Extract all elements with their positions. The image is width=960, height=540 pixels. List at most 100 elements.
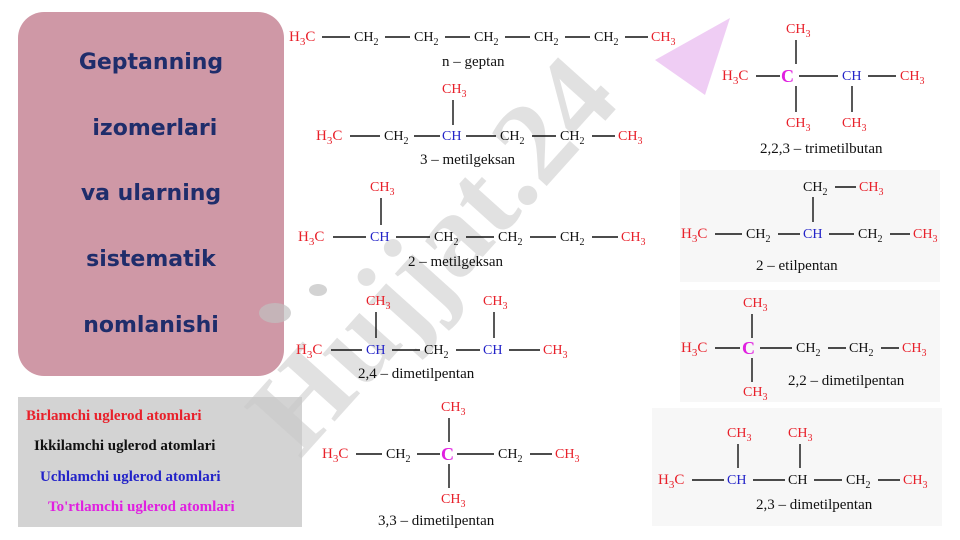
svg-text:CH3: CH3	[618, 129, 642, 147]
svg-text:CH3: CH3	[370, 180, 394, 198]
svg-text:CH2: CH2	[498, 230, 522, 248]
panel-right-top	[680, 170, 940, 282]
svg-text:CH2: CH2	[534, 30, 558, 48]
molecule-2-4-dimethylpentane: CH3 CH3 H3C CH CH2 CH CH3 2,4 – dimetilp…	[296, 294, 567, 382]
molecule-n-heptane: H3C CH2 CH2 CH2 CH2 CH2 CH3 n – geptan	[289, 29, 675, 70]
svg-text:CH3: CH3	[743, 385, 767, 403]
svg-text:CH3: CH3	[902, 341, 926, 359]
name-3-methylhexane: 3 – metilgeksan	[420, 152, 515, 168]
svg-text:CH3: CH3	[788, 426, 812, 444]
title-line: sistematik	[86, 247, 216, 273]
svg-text:CH2: CH2	[560, 129, 584, 147]
legend-item-secondary: Ikkilamchi uglerod atomlari	[34, 438, 216, 455]
svg-text:CH2: CH2	[594, 30, 618, 48]
svg-text:CH2: CH2	[849, 341, 873, 359]
svg-text:CH3: CH3	[786, 22, 810, 40]
watermark: Hujjat.24	[222, 18, 730, 477]
svg-text:H3C: H3C	[722, 68, 748, 87]
title-line: Geptanning	[78, 50, 224, 76]
svg-text:H3C: H3C	[289, 29, 315, 48]
molecule-2-3-dimethylpentane: CH3 CH3 H3C CH CH CH2 CH3 2,3 – dimetilp…	[658, 426, 927, 513]
name-2-3-dimethylpentane: 2,3 – dimetilpentan	[756, 497, 873, 513]
title-line: izomerlari	[84, 115, 218, 141]
svg-text:H3C: H3C	[681, 226, 707, 245]
svg-text:H3C: H3C	[322, 446, 348, 465]
svg-text:CH3: CH3	[842, 116, 866, 134]
svg-text:CH3: CH3	[727, 426, 751, 444]
svg-text:CH2: CH2	[796, 341, 820, 359]
legend-item-tertiary: Uchlamchi uglerod atomlari	[40, 468, 221, 485]
svg-text:CH: CH	[803, 227, 822, 242]
svg-text:CH3: CH3	[441, 492, 465, 510]
name-2-4-dimethylpentane: 2,4 – dimetilpentan	[358, 366, 475, 382]
svg-text:CH3: CH3	[483, 294, 507, 312]
name-2-2-3-trimethylbutane: 2,2,3 – trimetilbutan	[760, 141, 883, 157]
molecule-2-2-dimethylpentane: CH3 H3C C CH2 CH2 CH3 CH3 2,2 – dimetilp…	[681, 296, 926, 403]
svg-text:CH2: CH2	[746, 227, 770, 245]
svg-text:CH: CH	[788, 473, 807, 488]
molecule-2-methylhexane: CH3 H3C CH CH2 CH2 CH2 CH3 2 – metilgeks…	[298, 180, 645, 270]
watermark-dot	[309, 284, 327, 296]
molecule-3-methylhexane: CH3 H3C CH2 CH CH2 CH2 CH3 3 – metilgeks…	[316, 82, 642, 168]
svg-text:CH2: CH2	[500, 129, 524, 147]
molecule-2-ethylpentane: CH2 CH3 H3C CH2 CH CH2 CH3 2 – etilpenta…	[681, 180, 937, 274]
svg-text:CH: CH	[442, 129, 461, 144]
svg-text:CH2: CH2	[434, 230, 458, 248]
svg-text:CH3: CH3	[651, 30, 675, 48]
panel-right-mid	[680, 290, 940, 402]
svg-text:CH3: CH3	[442, 82, 466, 100]
svg-text:C: C	[781, 66, 794, 86]
svg-text:CH2: CH2	[560, 230, 584, 248]
title-box: Geptanning izomerlari va ularning sistem…	[18, 12, 284, 376]
svg-text:CH3: CH3	[441, 400, 465, 418]
watermark-accent	[655, 18, 730, 95]
molecule-3-3-dimethylpentane: CH3 H3C CH2 C CH2 CH3 CH3 3,3 – dimetilp…	[322, 400, 579, 529]
svg-text:CH: CH	[483, 343, 502, 358]
svg-text:H3C: H3C	[298, 229, 324, 248]
svg-text:CH: CH	[727, 473, 746, 488]
svg-text:CH3: CH3	[903, 473, 927, 491]
svg-text:H3C: H3C	[658, 472, 684, 491]
title-line: nomlanishi	[83, 312, 219, 338]
svg-text:CH3: CH3	[621, 230, 645, 248]
svg-text:CH3: CH3	[543, 343, 567, 361]
svg-text:CH2: CH2	[498, 447, 522, 465]
svg-text:H3C: H3C	[316, 128, 342, 147]
molecule-2-2-3-trimethylbutane: CH3 H3C C CH CH3 CH3 CH3 2,2,3 – trimeti…	[722, 22, 924, 157]
svg-text:C: C	[742, 338, 755, 358]
svg-text:CH2: CH2	[354, 30, 378, 48]
svg-text:H3C: H3C	[296, 342, 322, 361]
svg-text:CH2: CH2	[846, 473, 870, 491]
name-n-heptane: n – geptan	[442, 54, 505, 70]
svg-text:CH2: CH2	[386, 447, 410, 465]
panel-right-bottom	[652, 408, 942, 526]
svg-text:CH3: CH3	[555, 447, 579, 465]
legend-item-quaternary: To'rtlamchi uglerod atomlari	[48, 499, 235, 516]
name-2-methylhexane: 2 – metilgeksan	[408, 254, 503, 270]
svg-text:CH3: CH3	[743, 296, 767, 314]
svg-text:CH: CH	[366, 343, 385, 358]
svg-text:CH: CH	[842, 69, 861, 84]
svg-text:CH3: CH3	[900, 69, 924, 87]
name-2-2-dimethylpentane: 2,2 – dimetilpentan	[788, 373, 905, 389]
name-2-ethylpentane: 2 – etilpentan	[756, 258, 838, 274]
svg-text:CH2: CH2	[803, 180, 827, 198]
svg-text:CH3: CH3	[859, 180, 883, 198]
title-line: va ularning	[80, 181, 222, 207]
svg-text:H3C: H3C	[681, 340, 707, 359]
svg-text:CH3: CH3	[786, 116, 810, 134]
svg-text:CH3: CH3	[913, 227, 937, 245]
legend-box: Birlamchi uglerod atomlari Ikkilamchi ug…	[18, 397, 302, 527]
svg-text:CH3: CH3	[366, 294, 390, 312]
svg-text:C: C	[441, 444, 454, 464]
svg-text:CH2: CH2	[474, 30, 498, 48]
svg-text:CH2: CH2	[424, 343, 448, 361]
svg-text:CH2: CH2	[858, 227, 882, 245]
svg-text:CH2: CH2	[384, 129, 408, 147]
legend-item-primary: Birlamchi uglerod atomlari	[26, 407, 202, 424]
svg-text:CH: CH	[370, 230, 389, 245]
watermark-dot	[259, 303, 291, 323]
svg-text:CH2: CH2	[414, 30, 438, 48]
name-3-3-dimethylpentane: 3,3 – dimetilpentan	[378, 513, 495, 529]
